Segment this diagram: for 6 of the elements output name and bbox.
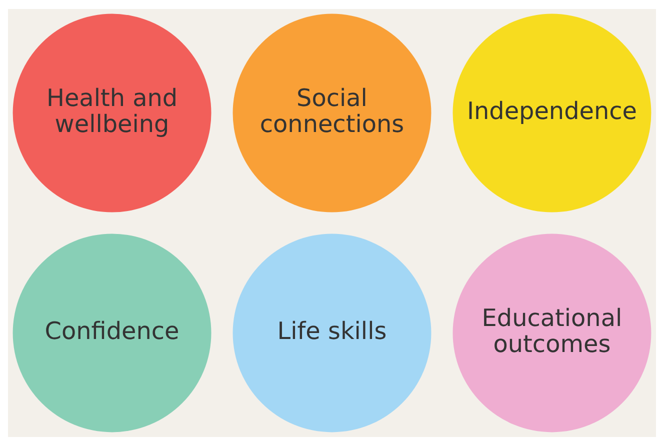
node-circle: Health and wellbeing [12, 14, 212, 212]
node-circle: Confidence [12, 234, 212, 432]
node-circle: Independence [452, 14, 652, 212]
node-circle: Social connections [232, 14, 432, 212]
node-circle: Life skills [232, 234, 432, 432]
node-circle: Educational outcomes [452, 234, 652, 432]
